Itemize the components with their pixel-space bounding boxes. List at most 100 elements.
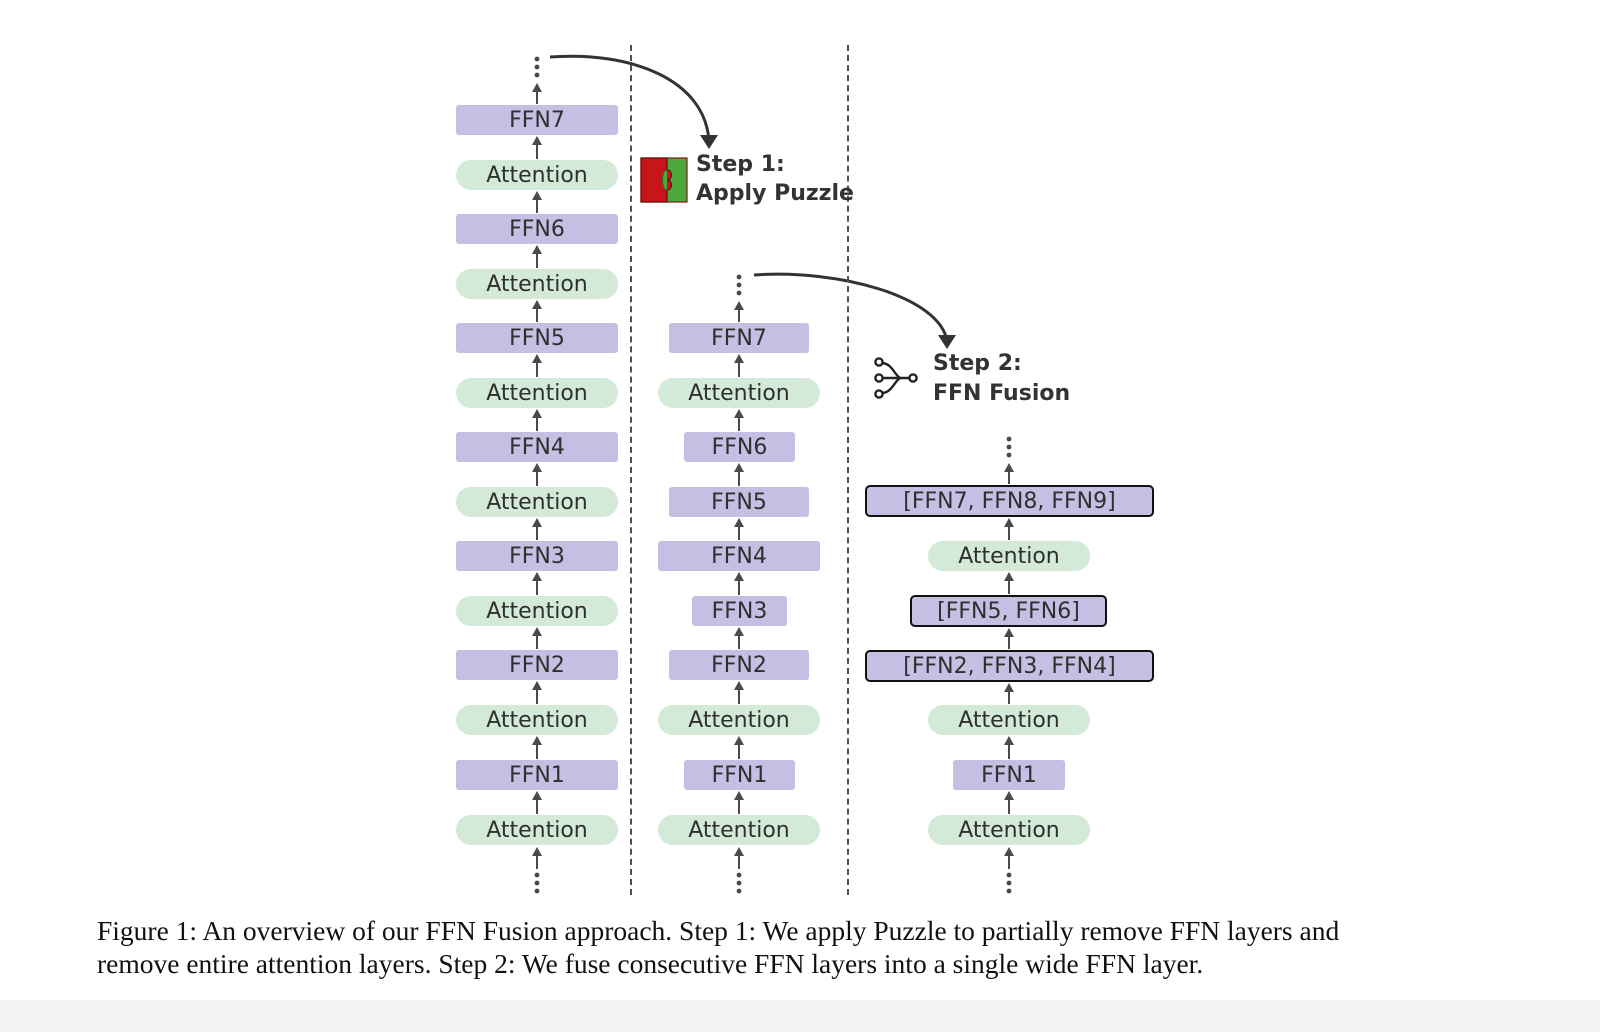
- flow-arrow-head: [532, 463, 542, 472]
- flow-arrow-head: [734, 572, 744, 581]
- attention-block: Attention: [456, 378, 618, 408]
- continuation-dots: [1006, 872, 1012, 878]
- flow-arrow-head: [532, 847, 542, 856]
- flow-arrow-head: [532, 736, 542, 745]
- attention-block: Attention: [658, 705, 820, 735]
- step1-subtitle: Apply Puzzle: [696, 181, 854, 206]
- attention-block: Attention: [456, 815, 618, 845]
- flow-arrow-head: [1004, 791, 1014, 800]
- continuation-dots: [534, 888, 540, 894]
- flow-arrow-head: [532, 409, 542, 418]
- continuation-dots: [1006, 444, 1012, 450]
- continuation-dots: [1006, 880, 1012, 886]
- continuation-dots: [1006, 888, 1012, 894]
- flow-arrows: [532, 54, 1014, 894]
- ffn-block: FFN7: [456, 105, 618, 135]
- flow-arrow-head: [1004, 736, 1014, 745]
- fused-ffn-block: [FFN7, FFN8, FFN9]: [865, 485, 1154, 517]
- ffn-block: FFN6: [684, 432, 795, 462]
- flow-arrow-head: [734, 301, 744, 310]
- column-divider: [847, 45, 849, 895]
- continuation-dots: [534, 872, 540, 878]
- fused-ffn-block: [FFN5, FFN6]: [910, 595, 1107, 627]
- continuation-dots: [736, 888, 742, 894]
- ffn-block: FFN1: [684, 760, 795, 790]
- continuation-dots: [534, 64, 540, 70]
- ffn-block: FFN3: [456, 541, 618, 571]
- flow-arrow-head: [532, 354, 542, 363]
- continuation-dots: [736, 880, 742, 886]
- step2-curved-arrow-head: [938, 335, 956, 349]
- caption-line-1: Figure 1: An overview of our FFN Fusion …: [97, 915, 1340, 946]
- flow-arrow-head: [734, 791, 744, 800]
- flow-arrow-head: [734, 409, 744, 418]
- attention-block: Attention: [928, 815, 1090, 845]
- ffn-block: FFN6: [456, 214, 618, 244]
- flow-arrow-head: [532, 83, 542, 92]
- ffn-block: FFN2: [669, 650, 809, 680]
- fusion-merge-icon: [874, 357, 918, 399]
- flow-arrow-head: [734, 627, 744, 636]
- flow-arrow-head: [734, 736, 744, 745]
- step2-subtitle: FFN Fusion: [933, 381, 1071, 406]
- flow-arrow-head: [734, 463, 744, 472]
- attention-block: Attention: [658, 378, 820, 408]
- flow-arrow-head: [734, 518, 744, 527]
- flow-arrow-head: [734, 354, 744, 363]
- ffn-block: FFN2: [456, 650, 618, 680]
- flow-arrow-head: [532, 627, 542, 636]
- ffn-block: FFN3: [692, 596, 787, 626]
- flow-arrow-head: [532, 300, 542, 309]
- flow-arrow-head: [532, 791, 542, 800]
- flow-arrow-head: [734, 681, 744, 690]
- ffn-block: FFN4: [456, 432, 618, 462]
- attention-block: Attention: [456, 160, 618, 190]
- ffn-block: FFN1: [953, 760, 1065, 790]
- flow-arrow-head: [1004, 572, 1014, 581]
- flow-arrow-head: [1004, 628, 1014, 637]
- flow-arrow-head: [532, 681, 542, 690]
- flow-arrow-head: [1004, 518, 1014, 527]
- figure-caption: Figure 1: An overview of our FFN Fusion …: [97, 914, 1527, 980]
- attention-block: Attention: [456, 269, 618, 299]
- page-bottom-bar: [0, 1000, 1600, 1032]
- ffn-block: FFN4: [658, 541, 820, 571]
- flow-arrow-head: [532, 191, 542, 200]
- attention-block: Attention: [658, 815, 820, 845]
- flow-arrow-head: [532, 136, 542, 145]
- flow-arrow-head: [734, 847, 744, 856]
- fused-ffn-block: [FFN2, FFN3, FFN4]: [865, 650, 1154, 682]
- attention-block: Attention: [456, 596, 618, 626]
- continuation-dots: [736, 872, 742, 878]
- flow-arrow-head: [532, 572, 542, 581]
- ffn-block: FFN1: [456, 760, 618, 790]
- caption-line-2: remove entire attention layers. Step 2: …: [97, 948, 1204, 979]
- attention-block: Attention: [456, 705, 618, 735]
- flow-arrow-head: [1004, 683, 1014, 692]
- attention-block: Attention: [456, 487, 618, 517]
- step2-curved-arrow: [753, 272, 949, 342]
- continuation-dots: [736, 290, 742, 296]
- ffn-block: FFN5: [669, 487, 809, 517]
- flow-arrow-head: [1004, 463, 1014, 472]
- flow-arrow-head: [532, 245, 542, 254]
- step1-title: Step 1:: [696, 152, 785, 177]
- column-divider: [630, 45, 632, 895]
- continuation-dots: [736, 282, 742, 288]
- flow-arrow-head: [1004, 847, 1014, 856]
- continuation-dots: [1006, 436, 1012, 442]
- step2-title: Step 2:: [933, 351, 1022, 376]
- continuation-dots: [1006, 452, 1012, 458]
- flow-arrow-head: [532, 518, 542, 527]
- step1-curved-arrow: [549, 54, 711, 142]
- step1-curved-arrow-head: [700, 135, 718, 149]
- continuation-dots: [736, 274, 742, 280]
- puzzle-piece-icon: [640, 157, 688, 203]
- continuation-dots: [534, 56, 540, 62]
- continuation-dots: [534, 880, 540, 886]
- ffn-block: FFN7: [669, 323, 809, 353]
- attention-block: Attention: [928, 541, 1090, 571]
- attention-block: Attention: [928, 705, 1090, 735]
- continuation-dots: [534, 72, 540, 78]
- ffn-block: FFN5: [456, 323, 618, 353]
